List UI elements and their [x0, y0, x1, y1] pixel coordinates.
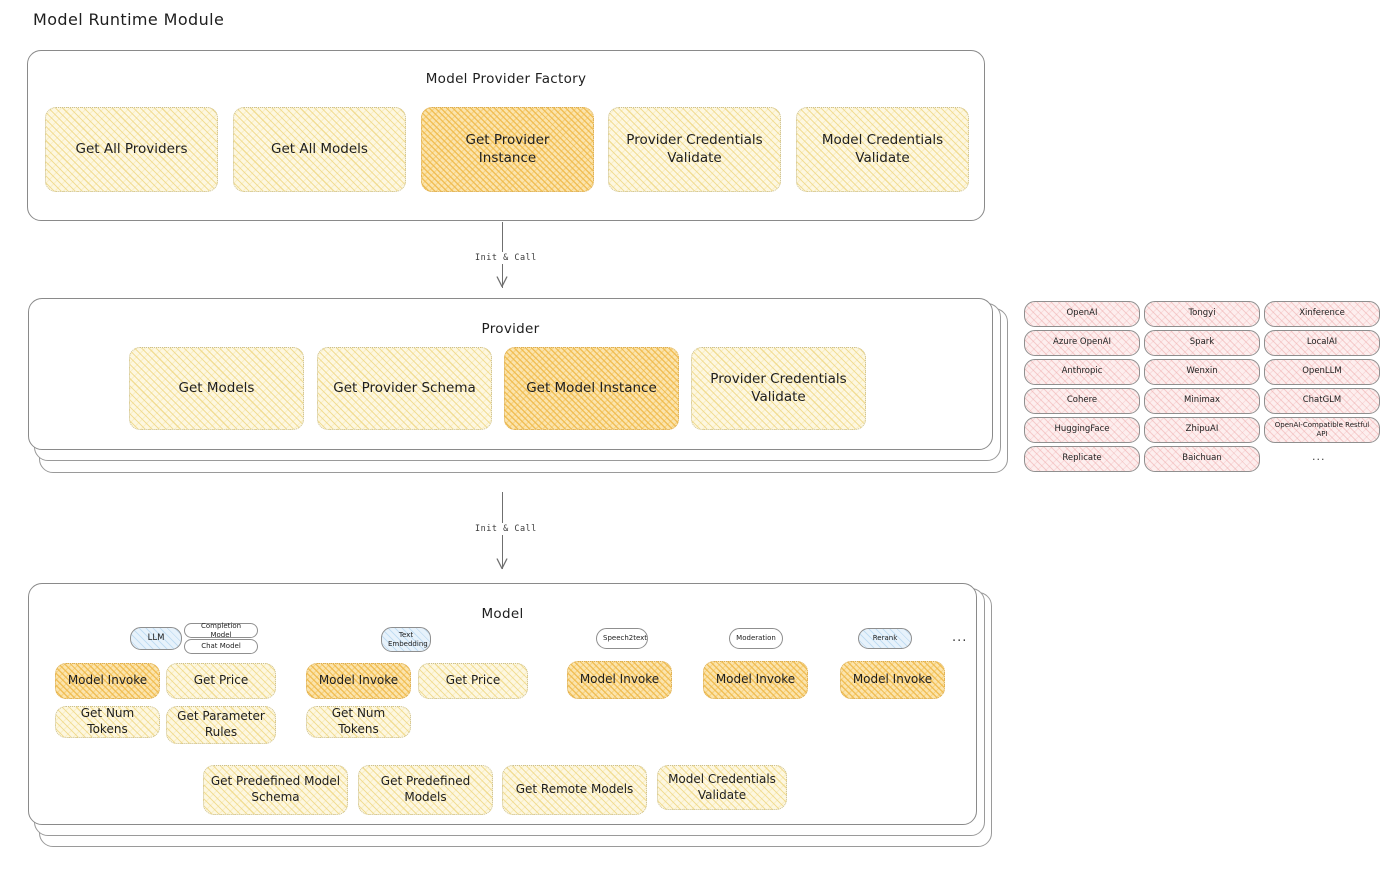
- factory-box-model-credentials-validate[interactable]: Model Credentials Validate: [796, 107, 969, 192]
- provider-title: Provider: [481, 321, 540, 337]
- provider-list-more: ...: [1312, 450, 1326, 463]
- model-op-text-embedding-get-num-tokens[interactable]: Get Num Tokens: [306, 706, 411, 738]
- factory-box-get-all-providers[interactable]: Get All Providers: [45, 107, 218, 192]
- provider-tag-huggingface[interactable]: HuggingFace: [1024, 417, 1140, 443]
- provider-tag-minimax[interactable]: Minimax: [1144, 388, 1260, 414]
- provider-tag-xinference[interactable]: Xinference: [1264, 301, 1380, 327]
- model-op-speech2text-model-invoke[interactable]: Model Invoke: [567, 661, 672, 699]
- provider-tag-cohere[interactable]: Cohere: [1024, 388, 1140, 414]
- provider-tag-spark[interactable]: Spark: [1144, 330, 1260, 356]
- provider-tag-azure-openai[interactable]: Azure OpenAI: [1024, 330, 1140, 356]
- model-type-tag-text-embedding[interactable]: Text Embedding: [381, 627, 431, 652]
- arrow-label-init-and-call-1: Init & Call: [472, 252, 540, 264]
- model-provider-factory-title: Model Provider Factory: [425, 71, 587, 87]
- model-type-tag-llm[interactable]: LLM: [130, 627, 182, 650]
- model-op-rerank-model-invoke[interactable]: Model Invoke: [840, 661, 945, 699]
- model-type-tag-moderation[interactable]: Moderation: [729, 628, 783, 649]
- page-title: Model Runtime Module: [33, 10, 225, 29]
- provider-box-get-models[interactable]: Get Models: [129, 347, 304, 430]
- model-title: Model: [481, 606, 524, 622]
- factory-box-get-provider-instance[interactable]: Get Provider Instance: [421, 107, 594, 192]
- model-groups-more: ...: [952, 630, 968, 645]
- arrow-factory-to-provider-head: [496, 276, 508, 288]
- model-common-op-model-credentials-validate[interactable]: Model Credentials Validate: [657, 765, 787, 810]
- model-op-llm-get-num-tokens[interactable]: Get Num Tokens: [55, 706, 160, 738]
- model-subtag-completion-model[interactable]: Completion Model: [184, 622, 258, 639]
- provider-box-get-provider-schema[interactable]: Get Provider Schema: [317, 347, 492, 430]
- provider-tag-openai[interactable]: OpenAI: [1024, 301, 1140, 327]
- model-common-op-get-predefined-model-schema[interactable]: Get Predefined Model Schema: [203, 765, 348, 815]
- provider-tag-replicate[interactable]: Replicate: [1024, 446, 1140, 472]
- provider-box-provider-credentials-validate[interactable]: Provider Credentials Validate: [691, 347, 866, 430]
- model-op-moderation-model-invoke[interactable]: Model Invoke: [703, 661, 808, 699]
- provider-tag-chatglm[interactable]: ChatGLM: [1264, 388, 1380, 414]
- model-common-op-get-predefined-models[interactable]: Get Predefined Models: [358, 765, 493, 815]
- provider-tag-baichuan[interactable]: Baichuan: [1144, 446, 1260, 472]
- provider-tag-zhipuai[interactable]: ZhipuAI: [1144, 417, 1260, 443]
- model-subtag-chat-model[interactable]: Chat Model: [184, 639, 258, 654]
- provider-tag-tongyi[interactable]: Tongyi: [1144, 301, 1260, 327]
- provider-box-get-model-instance[interactable]: Get Model Instance: [504, 347, 679, 430]
- factory-box-get-all-models[interactable]: Get All Models: [233, 107, 406, 192]
- model-op-text-embedding-get-price[interactable]: Get Price: [418, 663, 528, 699]
- arrow-label-init-and-call-2: Init & Call: [472, 523, 540, 535]
- provider-tag-openllm[interactable]: OpenLLM: [1264, 359, 1380, 385]
- arrow-provider-to-model-head: [496, 558, 508, 570]
- model-op-llm-model-invoke[interactable]: Model Invoke: [55, 663, 160, 699]
- model-op-llm-get-price[interactable]: Get Price: [166, 663, 276, 699]
- model-op-text-embedding-model-invoke[interactable]: Model Invoke: [306, 663, 411, 699]
- model-op-llm-get-parameter-rules[interactable]: Get Parameter Rules: [166, 706, 276, 744]
- model-common-op-get-remote-models[interactable]: Get Remote Models: [502, 765, 647, 815]
- model-type-tag-rerank[interactable]: Rerank: [858, 628, 912, 649]
- provider-tag-anthropic[interactable]: Anthropic: [1024, 359, 1140, 385]
- provider-list: OpenAI Azure OpenAI Anthropic Cohere Hug…: [1024, 300, 1380, 475]
- provider-tag-localai[interactable]: LocalAI: [1264, 330, 1380, 356]
- provider-tag-openai-compatible-restful-api[interactable]: OpenAI-Compatible Restful API: [1264, 417, 1380, 443]
- factory-box-provider-credentials-validate[interactable]: Provider Credentials Validate: [608, 107, 781, 192]
- model-type-tag-speech2text[interactable]: Speech2text: [596, 628, 648, 649]
- provider-tag-wenxin[interactable]: Wenxin: [1144, 359, 1260, 385]
